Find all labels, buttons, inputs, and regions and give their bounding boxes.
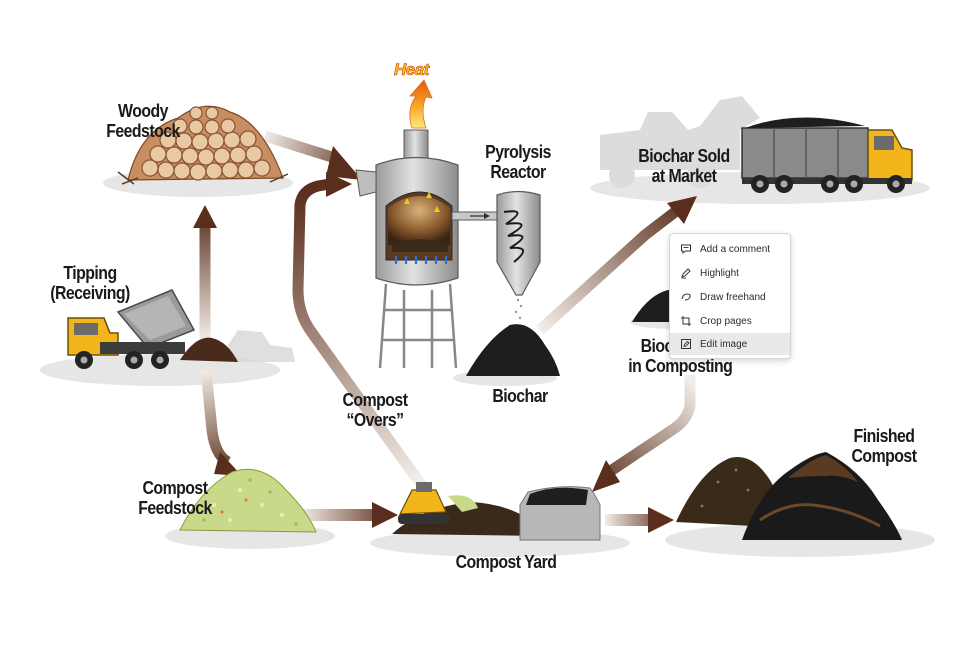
biochar-in-composting-label-line2: in Composting — [628, 356, 733, 376]
arrow-composting-to-yard-head — [592, 460, 620, 492]
compost-feedstock-label-line1: Compost — [142, 478, 208, 498]
compost-feedstock-label-line2: Feedstock — [138, 498, 212, 518]
heat-label: Heat — [394, 60, 430, 80]
arrow-tipping-to-compost-feedstock-head — [214, 452, 242, 476]
arrow-overs-to-reactor-head — [326, 172, 352, 197]
market-truck — [600, 96, 913, 193]
pyrolysis-reactor-label: Pyrolysis Reactor — [474, 142, 562, 182]
flow-arrows — [193, 130, 697, 533]
biochar-sold-label: Biochar Sold at Market — [628, 146, 741, 186]
heat-arrow-icon — [409, 79, 433, 129]
biochar-sold-label-line1: Biochar Sold — [638, 146, 730, 166]
menu-item-label: Add a comment — [700, 243, 771, 255]
menu-item-label: Draw freehand — [700, 291, 766, 303]
arrow-tipping-to-woody-head — [193, 205, 217, 228]
compost-overs-label-line1: Compost — [342, 390, 408, 410]
compost-yard-label: Compost Yard — [455, 552, 557, 572]
tipping-label-line2: (Receiving) — [50, 283, 130, 303]
comment-icon — [679, 242, 693, 256]
woody-feedstock-label: Woody Feedstock — [95, 101, 192, 141]
biochar-sold-label-line2: at Market — [651, 166, 717, 186]
menu-item-draw-freehand[interactable]: Draw freehand — [670, 286, 790, 308]
compost-feedstock-pile — [179, 468, 317, 533]
menu-item-highlight[interactable]: Highlight — [670, 262, 790, 284]
pyrolysis-reactor-label-line2: Reactor — [490, 162, 546, 182]
compost-yard — [392, 482, 601, 541]
tipping-label-line1: Tipping — [63, 263, 117, 283]
woody-log-pile — [117, 105, 289, 185]
compost-feedstock-label: Compost Feedstock — [127, 478, 224, 518]
tipping-dump-truck — [67, 289, 295, 369]
finished-compost-label: Finished Compost — [842, 426, 926, 466]
highlight-pen-icon — [679, 266, 693, 280]
woody-feedstock-label-line1: Woody — [118, 101, 168, 121]
crop-icon — [679, 314, 693, 328]
context-menu: Add a comment Highlight Draw freehand Cr… — [669, 233, 791, 359]
menu-item-label: Crop pages — [700, 315, 752, 327]
biochar-label: Biochar — [492, 386, 548, 406]
finished-compost-piles — [676, 452, 902, 540]
menu-item-label: Edit image — [700, 338, 748, 350]
finished-compost-label-line2: Compost — [851, 446, 917, 466]
finished-compost-label-line1: Finished — [853, 426, 915, 446]
menu-item-add-comment[interactable]: Add a comment — [670, 238, 790, 260]
menu-item-label: Highlight — [700, 267, 739, 279]
arrow-feedstock-to-yard-head — [372, 502, 398, 528]
pyrolysis-reactor — [355, 129, 560, 376]
woody-feedstock-label-line2: Feedstock — [106, 121, 180, 141]
arrow-composting-to-yard — [608, 375, 696, 475]
arrow-yard-to-finished-head — [648, 507, 674, 533]
edit-image-icon — [679, 337, 693, 351]
freehand-icon — [679, 290, 693, 304]
arrow-biochar-to-market-head — [667, 196, 697, 224]
compost-overs-label: Compost “Overs” — [327, 390, 424, 430]
arrow-woody-to-reactor-head — [326, 146, 362, 180]
arrow-woody-to-reactor — [263, 130, 337, 164]
menu-item-crop-pages[interactable]: Crop pages — [670, 310, 790, 332]
pyrolysis-reactor-label-line1: Pyrolysis — [485, 142, 551, 162]
menu-item-edit-image[interactable]: Edit image — [670, 333, 790, 355]
compost-overs-label-line2: “Overs” — [346, 410, 404, 430]
arrow-biochar-to-market — [536, 207, 679, 335]
arrow-overs-to-reactor — [292, 178, 430, 494]
tipping-label: Tipping (Receiving) — [28, 263, 151, 303]
